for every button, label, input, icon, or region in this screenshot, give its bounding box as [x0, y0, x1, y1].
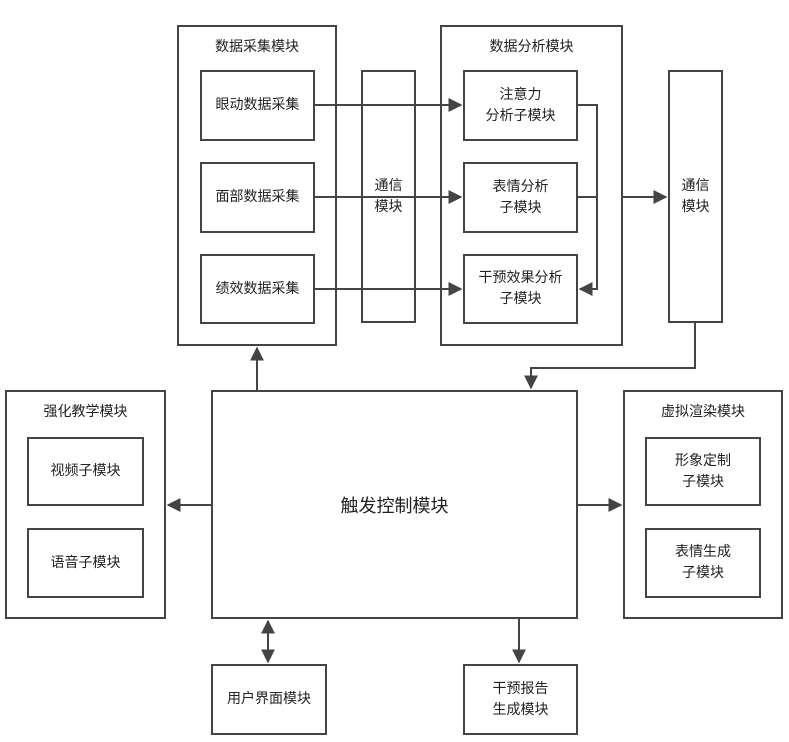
avatar-customization-box: 形象定制 子模块 [645, 437, 761, 506]
intervention-effect-analysis-label: 干预效果分析 子模块 [478, 270, 563, 307]
intervention-report-label: 干预报告 生成模块 [492, 680, 549, 718]
virtual-rendering-module: 虚拟渲染模块 [623, 390, 783, 619]
reinforcement-teaching-title: 强化教学模块 [43, 404, 128, 420]
user-interface-label: 用户界面模块 [227, 691, 311, 707]
performance-collection-label: 绩效数据采集 [215, 280, 300, 297]
avatar-customization-label: 形象定制 子模块 [675, 452, 731, 490]
communication-module-2: 通信 模块 [668, 70, 723, 323]
expression-analysis-label: 表情分析 子模块 [492, 178, 549, 216]
trigger-control-label: 触发控制模块 [340, 495, 449, 517]
trigger-control-module: 触发控制模块 [211, 390, 578, 619]
reinforcement-teaching-module: 强化教学模块 [5, 390, 166, 619]
expression-generation-box: 表情生成 子模块 [645, 528, 761, 598]
expression-generation-label: 表情生成 子模块 [675, 544, 731, 581]
voice-submodule-label: 语音子模块 [50, 554, 121, 571]
video-submodule-box: 视频子模块 [27, 437, 144, 506]
video-submodule-label: 视频子模块 [50, 463, 121, 479]
attention-analysis-box: 注意力 分析子模块 [463, 70, 578, 141]
attention-analysis-label: 注意力 分析子模块 [485, 86, 556, 124]
communication-module-1: 通信 模块 [361, 70, 416, 323]
eye-tracking-collection-label: 眼动数据采集 [215, 97, 300, 113]
communication-module-1-label: 通信 模块 [374, 177, 403, 215]
facial-collection-label: 面部数据采集 [215, 189, 300, 205]
facial-collection-box: 面部数据采集 [200, 162, 315, 233]
virtual-rendering-title: 虚拟渲染模块 [661, 404, 745, 420]
eye-tracking-collection-box: 眼动数据采集 [200, 70, 315, 141]
intervention-report-module: 干预报告 生成模块 [463, 664, 578, 735]
expression-analysis-box: 表情分析 子模块 [463, 162, 578, 233]
performance-collection-box: 绩效数据采集 [200, 254, 315, 324]
data-analysis-title: 数据分析模块 [489, 39, 574, 55]
data-collection-title: 数据采集模块 [215, 39, 299, 55]
intervention-effect-analysis-box: 干预效果分析 子模块 [463, 254, 578, 324]
communication-module-2-label: 通信 模块 [681, 177, 710, 215]
voice-submodule-box: 语音子模块 [27, 528, 144, 598]
user-interface-module: 用户界面模块 [211, 664, 327, 735]
data-collection-module: 数据采集模块 [177, 25, 337, 346]
